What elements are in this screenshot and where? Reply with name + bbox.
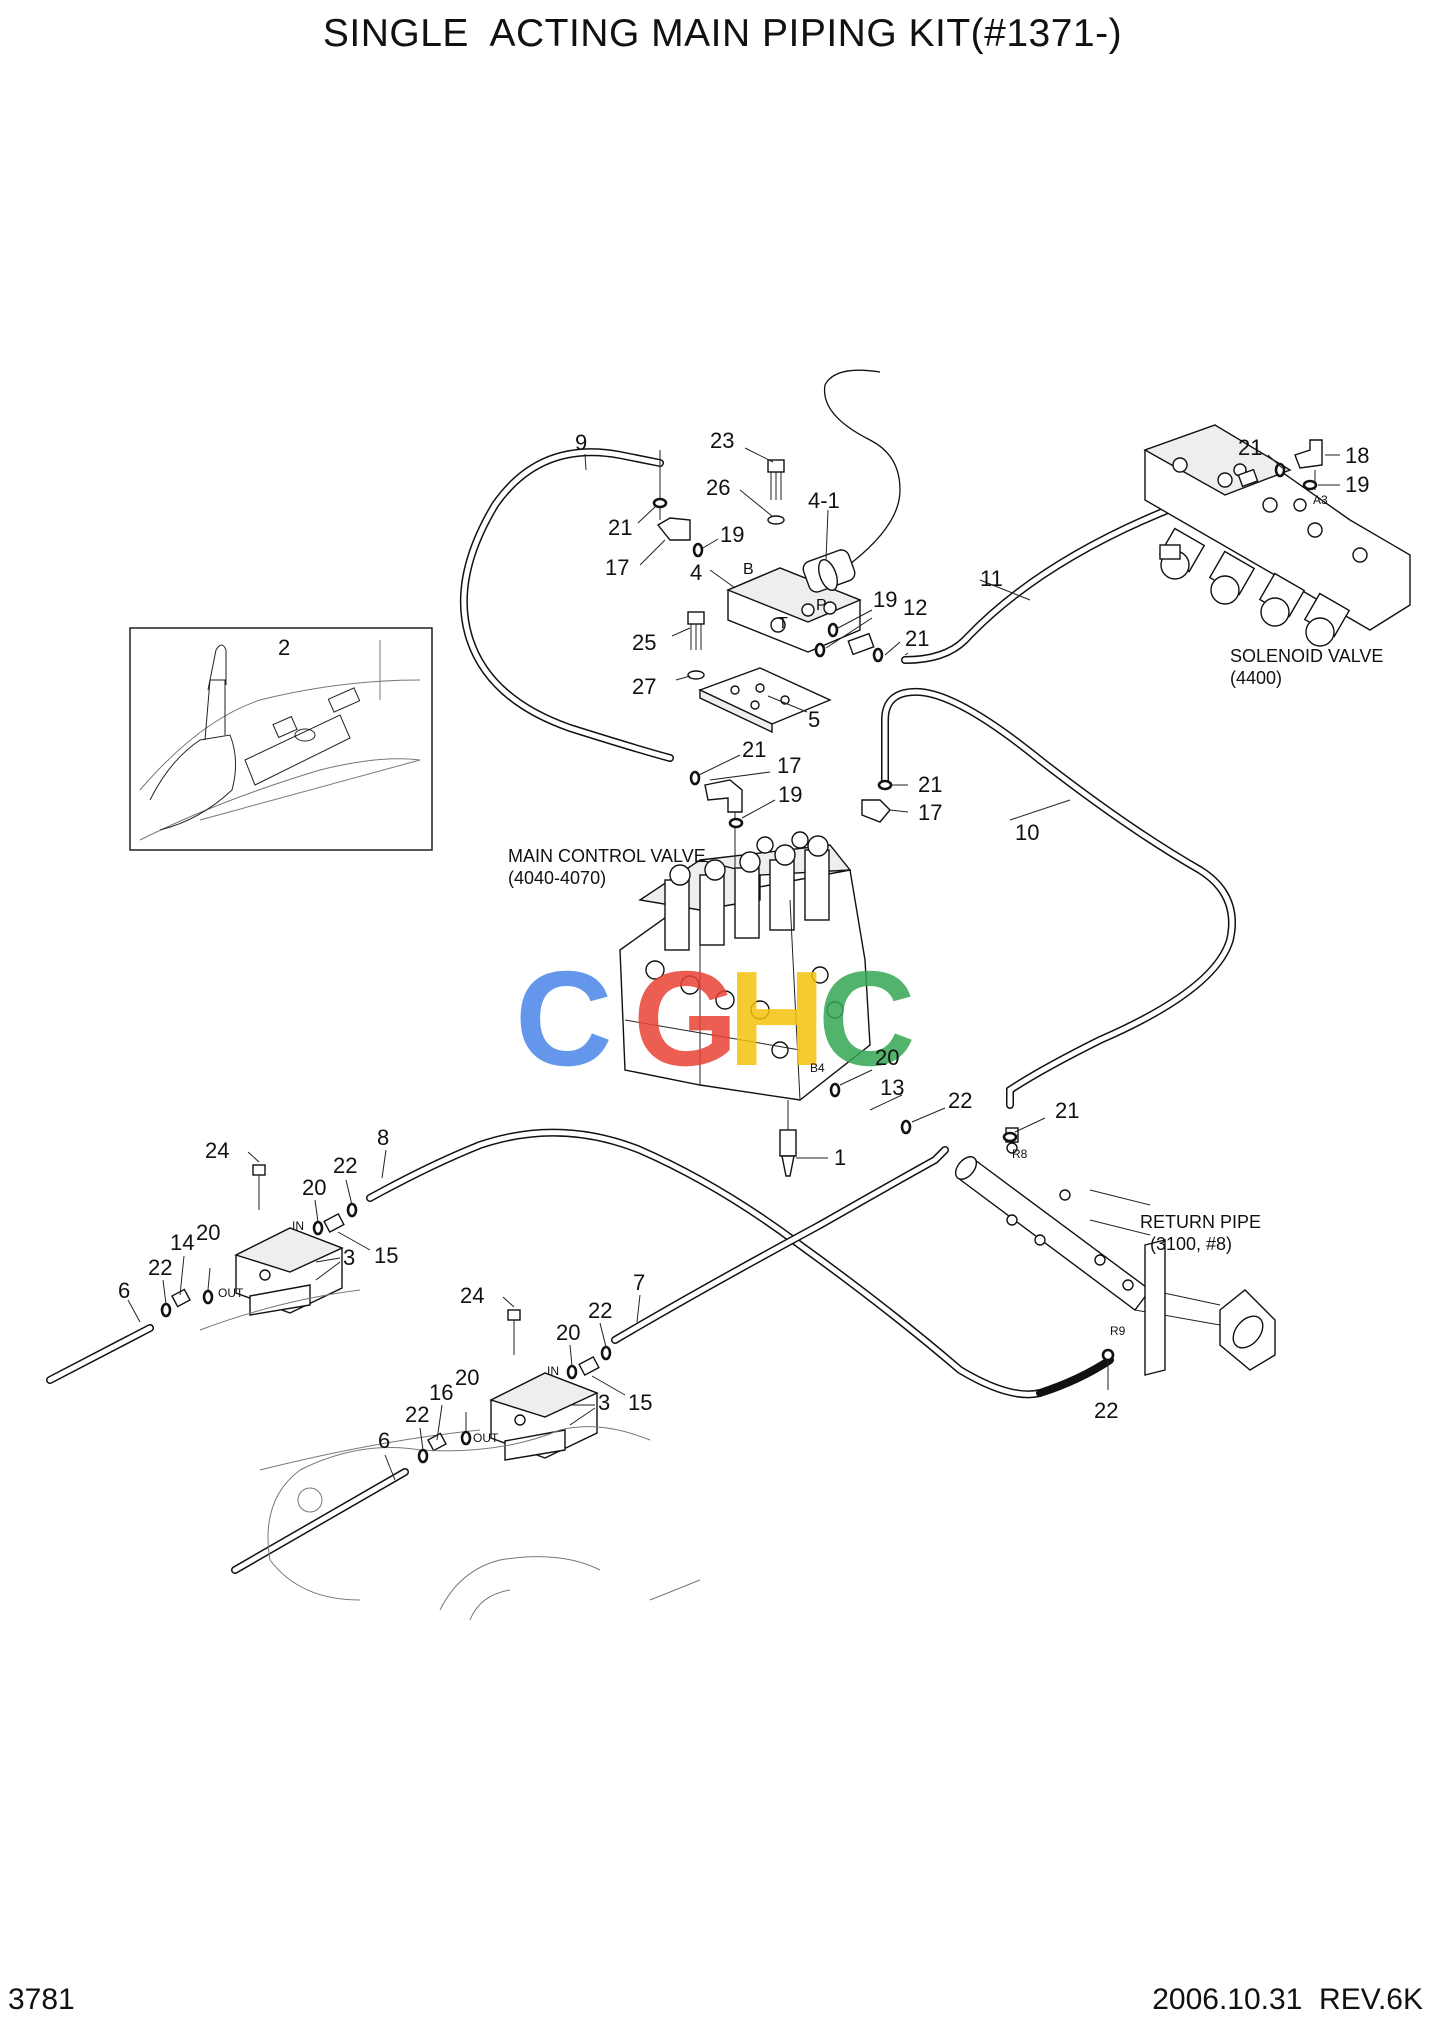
- return-pipe: [954, 1127, 1276, 1376]
- port-label-out: OUT: [218, 1286, 244, 1300]
- boom-outline: [267, 1426, 701, 1621]
- return-pipe-label: RETURN PIPE: [1140, 1212, 1261, 1232]
- port-label-p: P: [816, 597, 827, 614]
- assembly-labels: MAIN CONTROL VALVE (4040-4070) SOLENOID …: [508, 646, 1383, 1254]
- part-label: 23: [710, 428, 734, 453]
- part-label: 6: [378, 1428, 390, 1453]
- part-label: 20: [302, 1175, 326, 1200]
- revision-date: 2006.10.31 REV.6K: [1152, 1983, 1423, 2016]
- part-label: 26: [706, 475, 730, 500]
- part-label: 16: [429, 1380, 453, 1405]
- part-label: 20: [196, 1220, 220, 1245]
- part-label: 3: [343, 1245, 355, 1270]
- part-label: 8: [377, 1125, 389, 1150]
- part-label: 2: [278, 635, 290, 660]
- main-control-valve-label: MAIN CONTROL VALVE: [508, 846, 706, 866]
- part-label: 20: [556, 1320, 580, 1345]
- watermark-letter: G: [633, 943, 738, 1094]
- part-label: 19: [1345, 472, 1369, 497]
- port-label-b: B: [743, 561, 754, 578]
- port-label-t: T: [778, 615, 788, 632]
- part-label: 19: [778, 782, 802, 807]
- page-number: 3781: [8, 1983, 75, 2016]
- port-label-in: IN: [292, 1219, 304, 1233]
- leader-lines: [127, 447, 1340, 1481]
- solenoid-valve: [1143, 424, 1411, 647]
- part-label: 21: [918, 772, 942, 797]
- part-label: 17: [777, 753, 801, 778]
- main-control-valve: [619, 779, 871, 1177]
- part-label: 4: [690, 560, 702, 585]
- part-label: 20: [455, 1365, 479, 1390]
- part-label: 21: [1055, 1098, 1079, 1123]
- part-label: 19: [873, 587, 897, 612]
- part-label: 6: [118, 1278, 130, 1303]
- part-label: 15: [374, 1243, 398, 1268]
- port-labels: B T P A3 B4 R8 R9 IN OUT IN OUT: [218, 493, 1328, 1445]
- part-label: 21: [608, 515, 632, 540]
- port-label-in: IN: [547, 1364, 559, 1378]
- watermark-letter: H: [728, 943, 826, 1094]
- part-label: 22: [588, 1298, 612, 1323]
- part-label: 1: [834, 1145, 846, 1170]
- part-label: 12: [903, 595, 927, 620]
- part-label: 21: [742, 737, 766, 762]
- part-label: 15: [628, 1390, 652, 1415]
- port-label-r9: R9: [1110, 1324, 1126, 1338]
- part-label: 9: [575, 430, 587, 455]
- main-control-valve-ref: (4040-4070): [508, 868, 606, 888]
- part-label: 7: [633, 1270, 645, 1295]
- port-label-out: OUT: [473, 1431, 499, 1445]
- part-label: 24: [460, 1283, 484, 1308]
- part-label: 4-1: [808, 488, 840, 513]
- part-label: 22: [405, 1402, 429, 1427]
- lever-inset: [129, 627, 433, 851]
- port-label-r8: R8: [1012, 1147, 1028, 1161]
- part-label: 22: [148, 1255, 172, 1280]
- part-label: 13: [880, 1075, 904, 1100]
- part-label: 19: [720, 522, 744, 547]
- part-label: 14: [170, 1230, 194, 1255]
- part-label: 17: [918, 800, 942, 825]
- valve-block-4: [656, 450, 891, 823]
- part-label: 20: [875, 1045, 899, 1070]
- part-labels: 9 23 26 4-1 21 19 17 4 19 12 21 11 25 27…: [118, 428, 1369, 1453]
- hose-lines: [46, 369, 1254, 1574]
- watermark-letter: C: [818, 943, 916, 1094]
- solenoid-valve-ref: (4400): [1230, 668, 1282, 688]
- part-label: 22: [333, 1153, 357, 1178]
- part-label: 24: [205, 1138, 229, 1163]
- part-label: 22: [948, 1088, 972, 1113]
- part-label: 21: [1238, 435, 1262, 460]
- watermark: C G H C: [515, 943, 916, 1094]
- part-label: 27: [632, 674, 656, 699]
- part-label: 25: [632, 630, 656, 655]
- port-label-a3: A3: [1313, 493, 1328, 507]
- check-valve-lower: [259, 1309, 600, 1471]
- page-title: SINGLE ACTING MAIN PIPING KIT(#1371-): [322, 12, 1123, 55]
- part-label: 10: [1015, 820, 1039, 845]
- solenoid-valve-label: SOLENOID VALVE: [1230, 646, 1383, 666]
- part-label: 3: [598, 1390, 610, 1415]
- watermark-letter: C: [515, 943, 613, 1094]
- return-pipe-ref: (3100, #8): [1150, 1234, 1232, 1254]
- part-label: 18: [1345, 443, 1369, 468]
- part-label: 21: [905, 626, 929, 651]
- port-label-b4: B4: [810, 1061, 825, 1075]
- part-label: 17: [605, 555, 629, 580]
- o-rings: [160, 462, 1318, 1464]
- check-valve-upper: [171, 1164, 361, 1331]
- part-label: 11: [980, 566, 1003, 591]
- part-label: 22: [1094, 1398, 1118, 1423]
- part-label: 5: [808, 707, 820, 732]
